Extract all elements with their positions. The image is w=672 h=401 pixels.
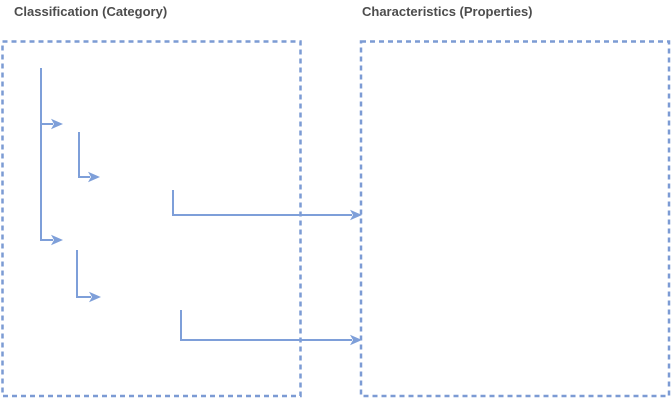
tree-upper-subbranch-connector — [78, 132, 90, 178]
arrowhead-icon — [51, 118, 63, 130]
lower-category-properties-connector — [180, 310, 352, 341]
upper-category-properties-connector — [172, 190, 352, 216]
category-to-properties-links — [172, 190, 362, 346]
left-panel-title: Classification (Category) — [14, 4, 167, 19]
classification-panel-box — [1, 40, 302, 398]
right-panel-title: Characteristics (Properties) — [362, 4, 533, 19]
characteristics-panel-box — [359, 40, 671, 398]
tree-lower-subbranch-connector — [76, 250, 91, 298]
arrowhead-icon — [51, 234, 63, 246]
arrowhead-icon — [88, 171, 100, 183]
arrowhead-icon — [350, 209, 362, 221]
tree-trunk-connector — [40, 68, 53, 241]
category-tree — [40, 68, 101, 303]
arrowhead-icon — [350, 334, 362, 346]
arrowhead-icon — [89, 291, 101, 303]
